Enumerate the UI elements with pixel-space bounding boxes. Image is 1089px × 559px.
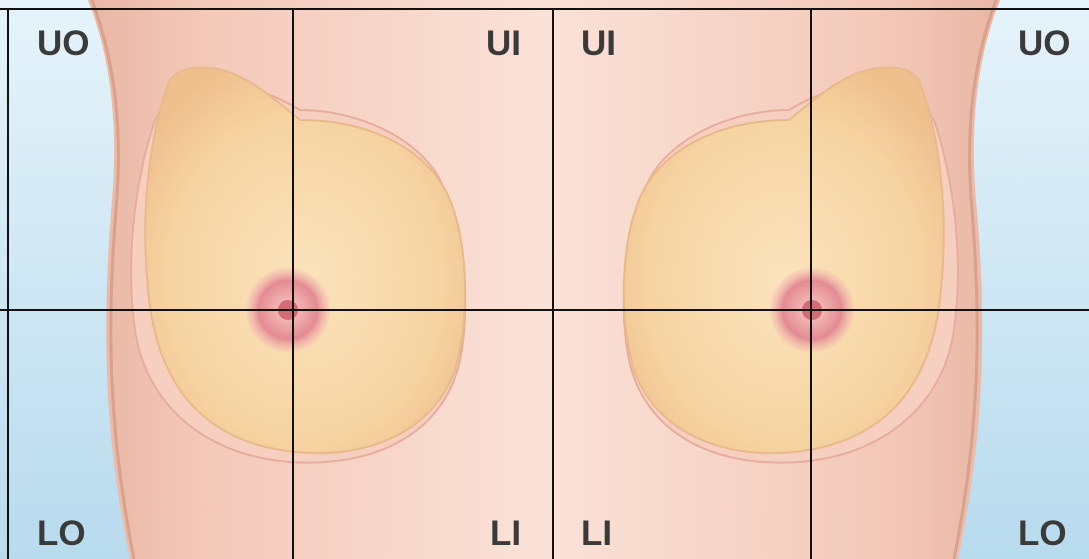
label-left-lower-outer: LO bbox=[1018, 516, 1067, 551]
label-left-upper-inner: UI bbox=[581, 26, 616, 61]
label-left-lower-inner: LI bbox=[581, 516, 612, 551]
label-right-lower-inner: LI bbox=[490, 516, 521, 551]
label-right-upper-outer: UO bbox=[37, 26, 90, 61]
label-left-upper-outer: UO bbox=[1018, 26, 1071, 61]
label-right-lower-outer: LO bbox=[37, 516, 86, 551]
label-right-upper-inner: UI bbox=[486, 26, 521, 61]
